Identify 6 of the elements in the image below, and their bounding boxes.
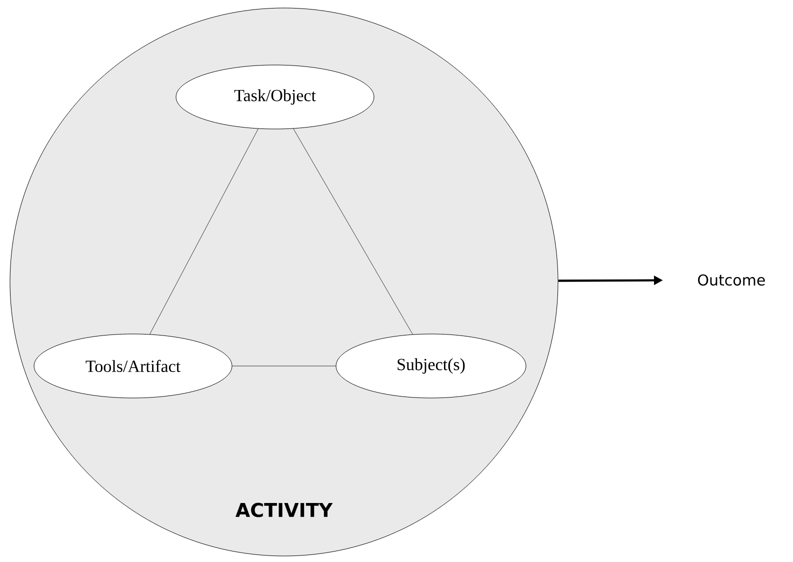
ellipse-node: Task/Object bbox=[176, 64, 374, 130]
ellipse-node: Subject(s) bbox=[336, 334, 526, 398]
ellipse-node: Tools/Artifact bbox=[34, 334, 232, 398]
outcome-text: Outcome bbox=[698, 274, 765, 286]
connector-line bbox=[293, 128, 413, 335]
connector-line bbox=[150, 128, 258, 334]
